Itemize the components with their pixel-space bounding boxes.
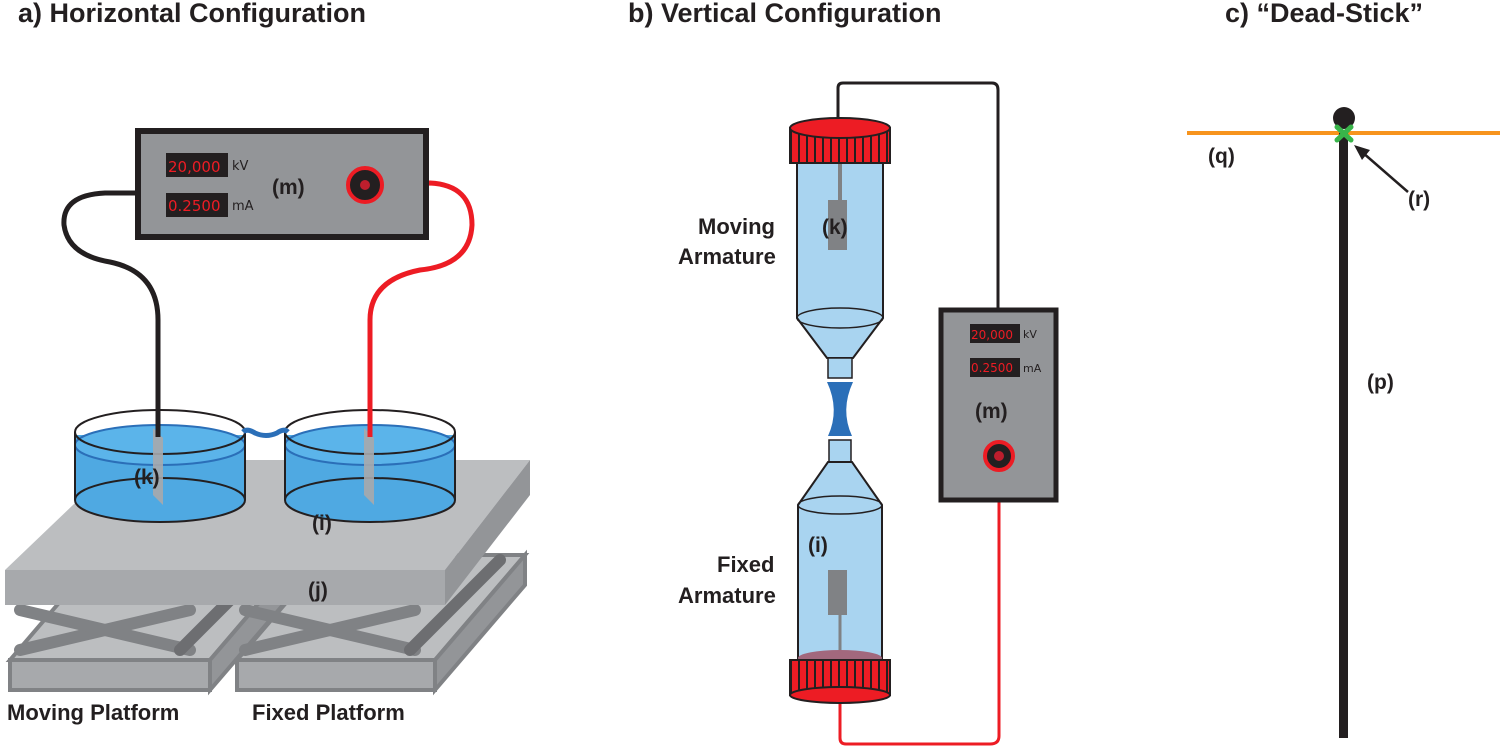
fixed-armature-caption-line1: Fixed xyxy=(717,552,774,577)
panel-b-title: b) Vertical Configuration xyxy=(628,0,942,28)
junction-label: (r) xyxy=(1408,188,1430,211)
moving-armature-caption-line2: Armature xyxy=(678,244,776,269)
fixed-armature-caption-line2: Armature xyxy=(678,583,776,608)
dead-stick xyxy=(1339,133,1348,738)
voltage-display: 20,000 xyxy=(168,158,221,176)
right-bath-label: (i) xyxy=(312,512,332,535)
negative-wire-b xyxy=(836,81,1000,308)
panel-vertical-configuration: b) Vertical Configuration (k) xyxy=(628,0,1059,746)
voltage-unit-b: kV xyxy=(1023,328,1037,341)
positive-wire xyxy=(364,180,475,437)
upper-armature-label: (k) xyxy=(822,216,848,239)
left-bath-label: (k) xyxy=(134,466,160,489)
panel-c-title: c) “Dead-Stick” xyxy=(1225,0,1423,28)
voltage-unit: kV xyxy=(232,159,249,174)
moving-armature-caption-line1: Moving xyxy=(698,214,775,239)
lower-armature-label: (i) xyxy=(808,534,828,557)
panel-horizontal-configuration: a) Horizontal Configuration (j) xyxy=(5,0,530,725)
power-supply-b: 20,000 kV 0.2500 mA (m) xyxy=(938,307,1059,503)
fixed-armature xyxy=(789,439,891,704)
platform-label: (j) xyxy=(308,579,328,602)
voltage-display-b: 20,000 xyxy=(971,328,1013,342)
stick-tip xyxy=(1333,107,1355,129)
power-supply-b-label: (m) xyxy=(975,400,1008,423)
panel-a-title: a) Horizontal Configuration xyxy=(18,0,366,28)
fixed-platform-caption: Fixed Platform xyxy=(252,700,405,725)
negative-wire xyxy=(61,190,161,437)
green-junction-icon xyxy=(1334,124,1354,143)
current-display: 0.2500 xyxy=(168,197,221,215)
right-bath xyxy=(284,409,456,523)
power-supply-label: (m) xyxy=(272,176,305,199)
current-unit: mA xyxy=(232,199,254,214)
arrow-icon xyxy=(1354,145,1409,193)
current-display-b: 0.2500 xyxy=(971,361,1013,375)
positive-wire-b xyxy=(838,458,1001,746)
moving-armature xyxy=(789,117,891,379)
fiber-bridge xyxy=(241,427,290,438)
line-label: (q) xyxy=(1208,145,1235,168)
moving-platform-caption: Moving Platform xyxy=(7,700,179,725)
fiber-b xyxy=(827,382,853,436)
power-supply-a: 20,000 kV 0.2500 mA (m) xyxy=(135,128,429,240)
stick-label: (p) xyxy=(1367,371,1394,394)
current-unit-b: mA xyxy=(1023,362,1042,375)
panel-dead-stick: c) “Dead-Stick” (q) (r) (p) xyxy=(1187,0,1500,738)
